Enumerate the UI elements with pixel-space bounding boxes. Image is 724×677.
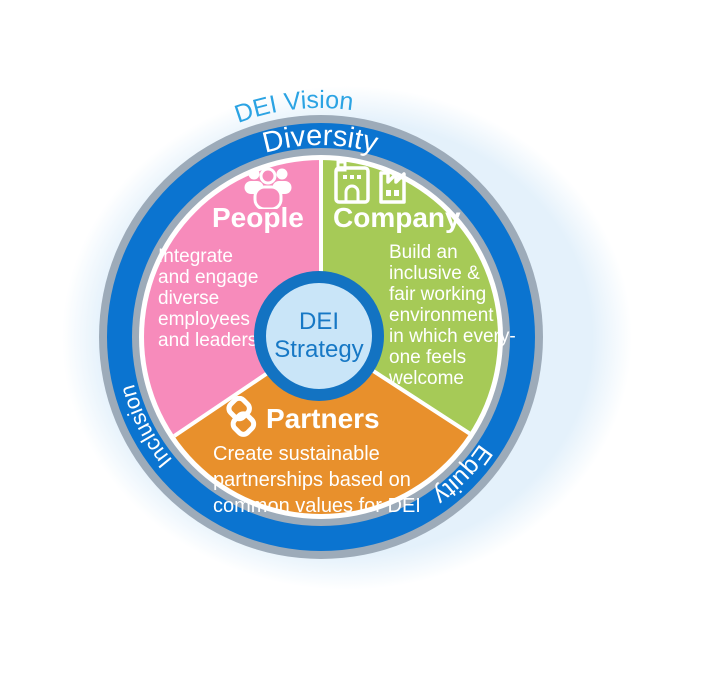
dei-strategy-hub: DEI Strategy	[254, 271, 384, 401]
sector-divider	[319, 160, 323, 338]
dei-strategy-line2: Strategy	[274, 336, 364, 363]
people-group-icon	[244, 167, 292, 209]
handshake-icon	[226, 396, 257, 437]
buildings-icon	[334, 160, 406, 204]
partners-title: Partners	[266, 403, 380, 434]
people-description: Integrate and engage diverse employees a…	[158, 246, 259, 351]
company-title: Company	[333, 202, 461, 233]
company-description: Build an inclusive & fair working enviro…	[389, 242, 516, 389]
people-title: People	[212, 202, 304, 233]
dei-strategy-line1: DEI	[298, 308, 339, 335]
partners-description: Create sustainable partnerships based on…	[213, 443, 421, 517]
